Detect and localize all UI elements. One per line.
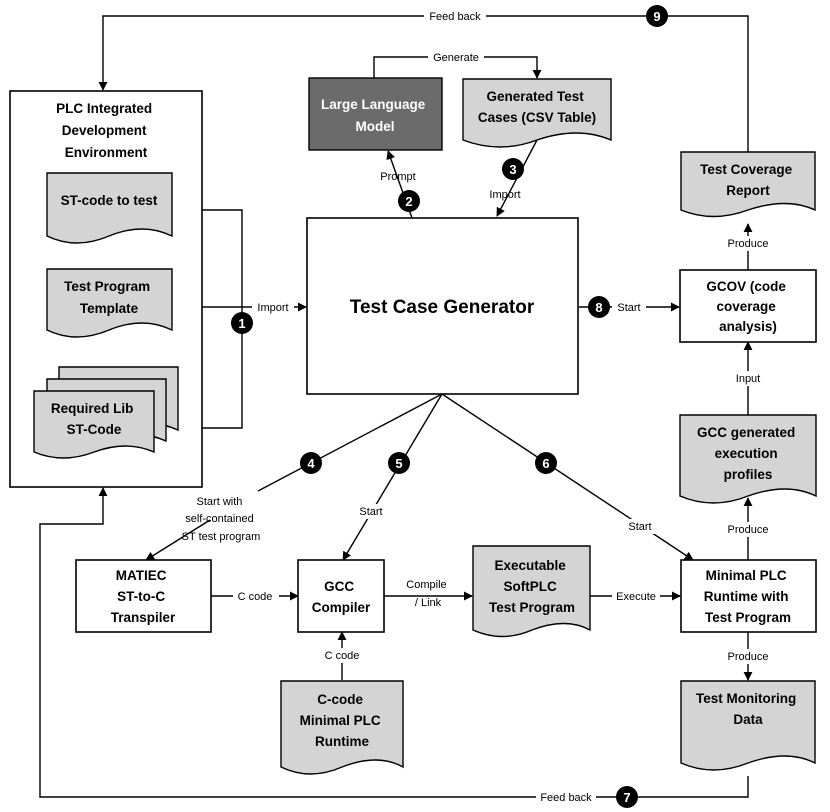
import-ide-label: Import xyxy=(257,302,288,314)
compile-link-label: Compile / Link xyxy=(406,579,449,609)
produce-monitoring-label: Produce xyxy=(728,651,769,663)
st-code-label: ST-code to test xyxy=(61,193,158,208)
step-marker-8: 8 xyxy=(588,296,610,318)
test-template-doc xyxy=(46,268,173,338)
test-template-label: Test Program Template xyxy=(64,279,154,316)
c-code-runtime-label: C code xyxy=(325,650,360,662)
start-runtime-label: Start xyxy=(628,521,651,533)
start-runtime-line xyxy=(441,393,694,561)
start-matiec-line xyxy=(257,393,443,492)
step-marker-9: 9 xyxy=(646,5,668,27)
matiec-box xyxy=(75,559,212,633)
step-marker-5: 5 xyxy=(388,452,410,474)
step-marker-1: 1 xyxy=(231,312,253,334)
test-case-generator-box xyxy=(306,217,579,395)
gcc-box xyxy=(297,559,385,633)
executable-label: Executable SoftPLC Test Program xyxy=(489,558,575,615)
step-marker-4: 4 xyxy=(300,452,322,474)
gcov-label: GCOV (code coverage analysis) xyxy=(706,279,789,334)
svg-text:6: 6 xyxy=(542,456,549,471)
ide-title: PLC Integrated Development Environment xyxy=(56,101,156,160)
monitoring-doc xyxy=(680,680,816,771)
gcc-profiles-label: GCC generated execution profiles xyxy=(697,425,799,482)
feed-back-bottom-label: Feed back xyxy=(540,792,592,804)
svg-text:3: 3 xyxy=(509,162,516,177)
produce-profiles-label: Produce xyxy=(728,524,769,536)
import-csv-label: Import xyxy=(489,189,520,201)
gcc-profiles-doc xyxy=(679,414,817,504)
st-code-doc xyxy=(46,172,173,244)
runtime-box xyxy=(680,559,817,633)
step-marker-7: 7 xyxy=(616,786,638,808)
required-lib-doc xyxy=(33,390,155,459)
required-lib-label: Required Lib ST-Code xyxy=(51,401,137,437)
start-matiec-line-2 xyxy=(145,519,211,561)
monitoring-label: Test Monitoring Data xyxy=(696,691,800,727)
c-code-matiec-label: C code xyxy=(238,591,273,603)
llm-label: Large Language Model xyxy=(321,97,429,134)
start-gcc-label: Start xyxy=(359,506,382,518)
generate-label: Generate xyxy=(433,52,479,64)
svg-text:8: 8 xyxy=(595,300,602,315)
ccode-runtime-label: C-code Minimal PLC Runtime xyxy=(300,692,385,749)
start-gcc-line xyxy=(342,393,443,561)
coverage-report-label: Test Coverage Report xyxy=(700,162,796,198)
gcov-box xyxy=(679,269,817,343)
input-label: Input xyxy=(736,373,760,385)
llm-box xyxy=(308,77,443,151)
executable-doc xyxy=(472,545,591,638)
matiec-label: MATIEC ST-to-C Transpiler xyxy=(111,568,176,625)
ccode-runtime-doc xyxy=(280,680,404,775)
produce-report-label: Produce xyxy=(728,238,769,250)
step-marker-2: 2 xyxy=(398,190,420,212)
generated-tests-label: Generated Test Cases (CSV Table) xyxy=(478,89,596,125)
gcc-label: GCC Compiler xyxy=(312,579,371,615)
svg-text:9: 9 xyxy=(653,9,660,24)
feed-back-top-label: Feed back xyxy=(429,11,481,23)
svg-text:1: 1 xyxy=(238,316,245,331)
coverage-report-doc xyxy=(680,151,816,218)
svg-text:4: 4 xyxy=(307,456,315,471)
runtime-label: Minimal PLC Runtime with Test Program xyxy=(704,568,793,625)
start-gcov-label: Start xyxy=(617,302,640,314)
svg-text:2: 2 xyxy=(405,194,412,209)
svg-text:7: 7 xyxy=(623,790,630,805)
start-with-label: Start with self-contained ST test progra… xyxy=(182,496,261,543)
generated-tests-doc xyxy=(462,78,612,148)
execute-label: Execute xyxy=(616,591,656,603)
feed-back-bottom-line xyxy=(39,487,749,798)
step-marker-6: 6 xyxy=(535,452,557,474)
svg-text:5: 5 xyxy=(395,456,402,471)
prompt-label: Prompt xyxy=(380,171,415,183)
step-marker-3: 3 xyxy=(502,158,524,180)
test-case-generator-label: Test Case Generator xyxy=(350,297,535,318)
